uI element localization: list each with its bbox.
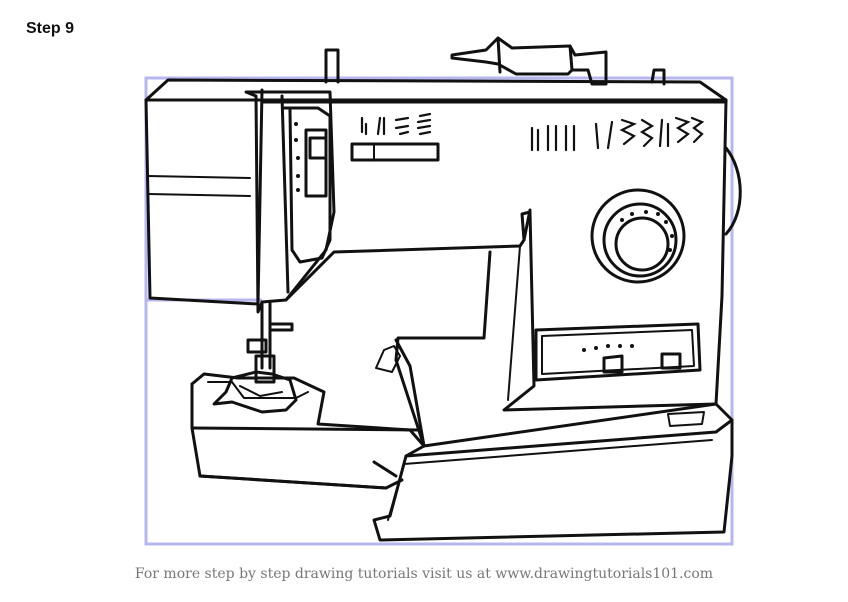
dot-marks: [294, 122, 674, 352]
stitch-symbols: [360, 112, 705, 152]
machine-outline: [144, 36, 742, 542]
step-title: Step 9: [26, 20, 75, 37]
footer-credit: For more step by step drawing tutorials …: [134, 566, 714, 582]
